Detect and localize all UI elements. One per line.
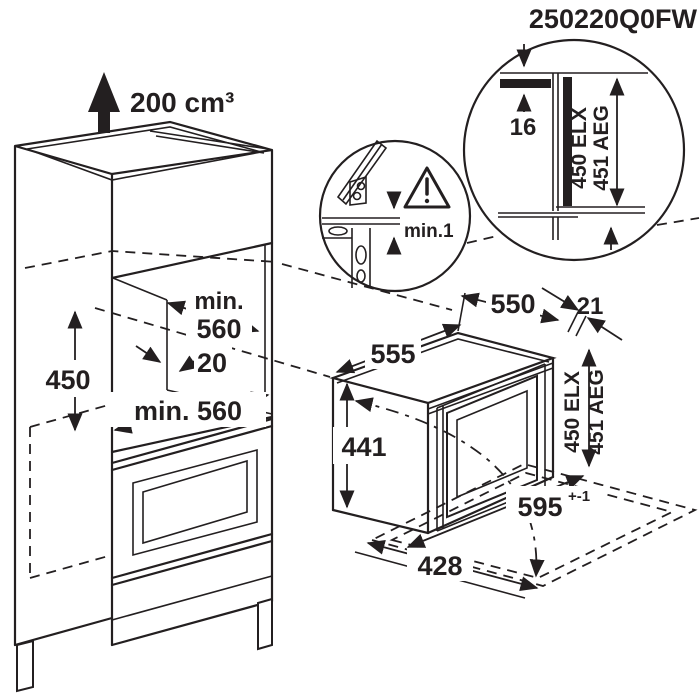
niche-projection-dashed [29, 403, 113, 579]
model-number: 250220Q0FW [529, 4, 698, 34]
detail-height-aeg-label: 451 AEG [590, 105, 613, 191]
dim-rear-gap: 20 [135, 344, 232, 378]
dim-niche-width: min. 560 [166, 287, 260, 345]
appliance-drawing [329, 331, 698, 599]
dim-top-depth: 550 [457, 288, 560, 332]
panel-thickness-label: 16 [510, 114, 537, 141]
cabinet-foot [16, 639, 34, 693]
top-detail-circle: 16 450 ELX 451 AEG [462, 38, 686, 262]
dim-body-width: 555 [335, 323, 462, 374]
front-width-tolerance: +-1 [568, 488, 590, 505]
rear-gap-label: 20 [197, 348, 227, 378]
niche-width-min-label: min. [194, 288, 243, 315]
open-door-section [336, 139, 388, 206]
worktop-panel-section [500, 79, 551, 88]
detail-connector-dashed [656, 217, 700, 226]
niche-depth-label: min. 560 [134, 396, 242, 426]
dim-front-width: 595 +-1 [406, 475, 606, 548]
front-width-label: 595 [517, 492, 562, 522]
appliance-rear-section [563, 77, 572, 206]
dim-body-height: 441 [333, 382, 395, 509]
niche-top-construction-dashed [24, 250, 453, 311]
top-depth-label: 550 [490, 289, 535, 319]
niche-height-label: 450 [45, 365, 90, 395]
dim-open-door-depth: 428 [366, 539, 539, 592]
dim-niche-height: 450 [40, 310, 97, 432]
dim-appliance-height: 450 ELX 451 AEG [561, 348, 608, 468]
detail-height-elx-label: 450 ELX [568, 107, 591, 189]
door-swing-arc [354, 397, 545, 578]
hinge-detail-circle: min.1 [318, 139, 472, 293]
vent-volume-label: 200 cm³ [130, 87, 234, 118]
cabinet-foot [257, 597, 273, 651]
detail-connector-dashed [466, 235, 498, 244]
body-height-label: 441 [341, 432, 386, 462]
dim-detail-height: 450 ELX 451 AEG [568, 77, 625, 207]
vent-arrow-icon [88, 72, 120, 133]
height-elx-label: 450 ELX [561, 371, 584, 453]
niche-width-value: 560 [196, 314, 241, 344]
dim-niche-depth: min. 560 [110, 391, 270, 434]
warning-icon [403, 166, 451, 209]
body-width-label: 555 [370, 339, 415, 369]
dim-frame-overlap: 21 [541, 287, 623, 341]
frame-overlap-label: 21 [577, 293, 604, 320]
open-door-depth-label: 428 [417, 551, 462, 581]
height-aeg-label: 451 AEG [585, 369, 608, 455]
min-gap-label: min.1 [404, 221, 454, 242]
